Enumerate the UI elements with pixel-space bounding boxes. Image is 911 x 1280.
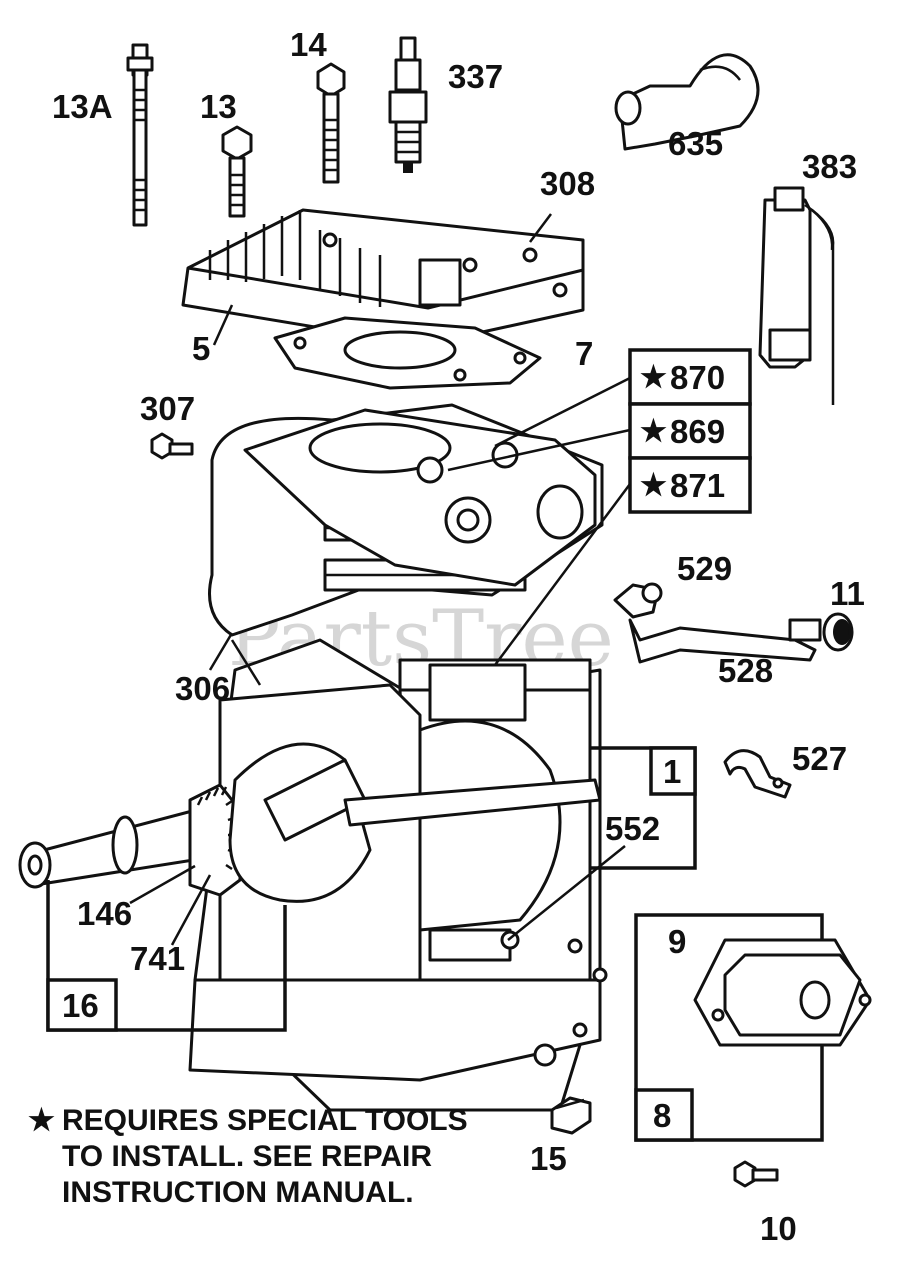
callout-383: 383 bbox=[802, 148, 857, 185]
callout-1: 1 bbox=[663, 753, 681, 790]
callout-5: 5 bbox=[192, 330, 210, 367]
callout-337: 337 bbox=[448, 58, 503, 95]
leader-741 bbox=[170, 874, 212, 946]
footnote-star: ★ bbox=[28, 1104, 55, 1137]
callout-528: 528 bbox=[718, 652, 773, 689]
breather-tube-528[interactable] bbox=[613, 582, 822, 664]
callout-527: 527 bbox=[792, 740, 847, 777]
callout-869: 869 bbox=[670, 413, 725, 450]
spark-plug-tool-383[interactable] bbox=[758, 186, 835, 405]
star-869: ★ bbox=[640, 415, 667, 448]
leader-5 bbox=[212, 304, 234, 346]
footnote-line-2: TO INSTALL. SEE REPAIR bbox=[62, 1140, 432, 1173]
leader-871 bbox=[493, 483, 632, 666]
bracket-1 bbox=[590, 746, 697, 870]
callout-8: 8 bbox=[653, 1097, 671, 1134]
box-1 bbox=[649, 746, 697, 796]
callout-146: 146 bbox=[77, 895, 132, 932]
callout-306: 306 bbox=[175, 670, 230, 707]
bolt-14[interactable] bbox=[316, 62, 346, 184]
footnote-line-1: REQUIRES SPECIAL TOOLS bbox=[62, 1104, 468, 1137]
callout-741: 741 bbox=[130, 940, 185, 977]
leader-870 bbox=[494, 376, 631, 448]
callout-635: 635 bbox=[668, 125, 723, 162]
bracket-16 bbox=[46, 880, 287, 1032]
callout-529: 529 bbox=[677, 550, 732, 587]
special-tool-boxes bbox=[628, 348, 752, 514]
callout-11: 11 bbox=[830, 575, 865, 612]
star-870: ★ bbox=[640, 361, 667, 394]
callout-870: 870 bbox=[670, 359, 725, 396]
spark-plug-337[interactable] bbox=[388, 36, 428, 173]
leader-146 bbox=[129, 864, 196, 905]
leader-869 bbox=[447, 428, 631, 472]
cylinder-block-1[interactable] bbox=[188, 403, 608, 1112]
footnote-line-3: INSTRUCTION MANUAL. bbox=[62, 1176, 414, 1209]
head-gasket-7[interactable] bbox=[273, 316, 542, 390]
callout-307: 307 bbox=[140, 390, 195, 427]
callout-9: 9 bbox=[668, 923, 686, 960]
cylinder-head-308[interactable] bbox=[181, 208, 585, 347]
callout-308: 308 bbox=[540, 165, 595, 202]
clamp-527[interactable] bbox=[723, 749, 792, 799]
bracket-8 bbox=[634, 913, 824, 1142]
callout-871: 871 bbox=[670, 467, 725, 504]
callout-14: 14 bbox=[290, 26, 327, 63]
bolt-13[interactable] bbox=[221, 125, 253, 218]
callout-10: 10 bbox=[760, 1210, 797, 1247]
breather-9[interactable] bbox=[693, 938, 872, 1047]
callout-15: 15 bbox=[530, 1140, 567, 1177]
spark-plug-boot-635[interactable] bbox=[614, 53, 760, 151]
leader-308 bbox=[529, 213, 552, 243]
drain-plug-15[interactable] bbox=[550, 1096, 592, 1135]
callout-7: 7 bbox=[575, 335, 593, 372]
screw-307[interactable] bbox=[150, 432, 194, 460]
leader-306 bbox=[208, 632, 262, 686]
crankshaft-16[interactable] bbox=[18, 742, 602, 903]
leader-552 bbox=[507, 845, 626, 941]
callout-13a: 13A bbox=[52, 88, 113, 125]
star-871: ★ bbox=[640, 469, 667, 502]
callout-13: 13 bbox=[200, 88, 237, 125]
stud-13a[interactable] bbox=[126, 43, 154, 227]
callout-16: 16 bbox=[62, 987, 99, 1024]
callout-552: 552 bbox=[605, 810, 660, 847]
box-8 bbox=[634, 1088, 694, 1142]
screw-10[interactable] bbox=[733, 1160, 779, 1188]
grommet-11[interactable] bbox=[822, 612, 854, 652]
box-16 bbox=[46, 978, 118, 1032]
